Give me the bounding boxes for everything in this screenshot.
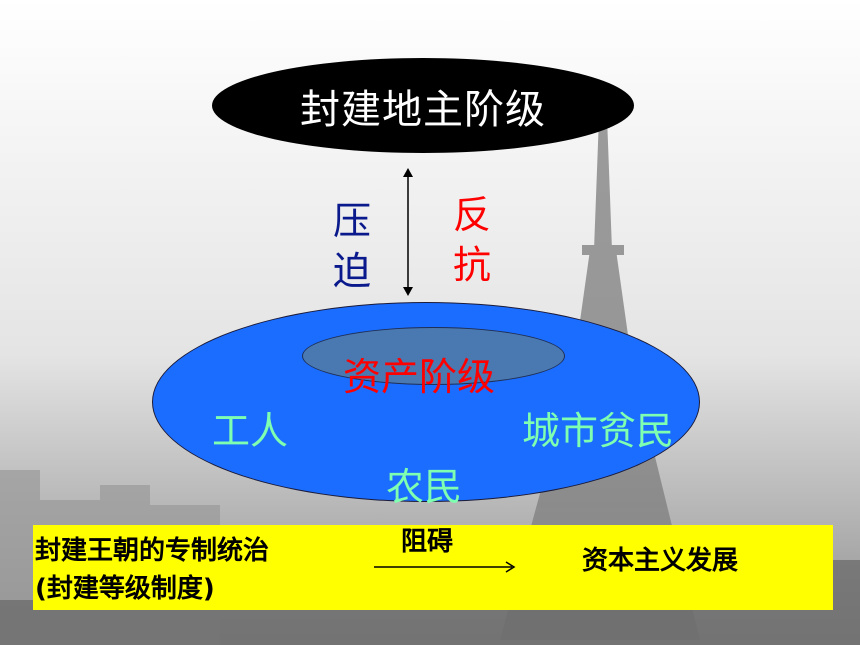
oppress-char-2: 迫: [332, 249, 371, 293]
urban-poor-label: 城市贫民: [522, 409, 675, 453]
feudal-landlord-label: 封建地主阶级: [300, 86, 546, 133]
workers-label: 工人: [212, 409, 289, 453]
resist-label: 反 抗: [448, 190, 496, 290]
resist-char-2: 抗: [452, 243, 491, 287]
feudal-landlord-ellipse: [212, 58, 634, 153]
hinder-arrow: [374, 561, 516, 573]
resist-char-1: 反: [452, 193, 491, 237]
bourgeoisie-ellipse: [302, 327, 565, 385]
bourgeoisie-label: 资产阶级: [343, 355, 496, 399]
capitalism-development-text: 资本主义发展: [582, 546, 739, 576]
peasants-label: 农民: [386, 465, 463, 509]
feudal-rule-text: 封建王朝的专制统治: [35, 536, 270, 566]
double-arrow: [403, 168, 413, 296]
oppress-label: 压 迫: [328, 196, 376, 296]
oppress-char-1: 压: [332, 199, 371, 243]
feudal-hierarchy-text: (封建等级制度): [35, 574, 215, 604]
hinder-label: 阻碍: [401, 527, 454, 557]
